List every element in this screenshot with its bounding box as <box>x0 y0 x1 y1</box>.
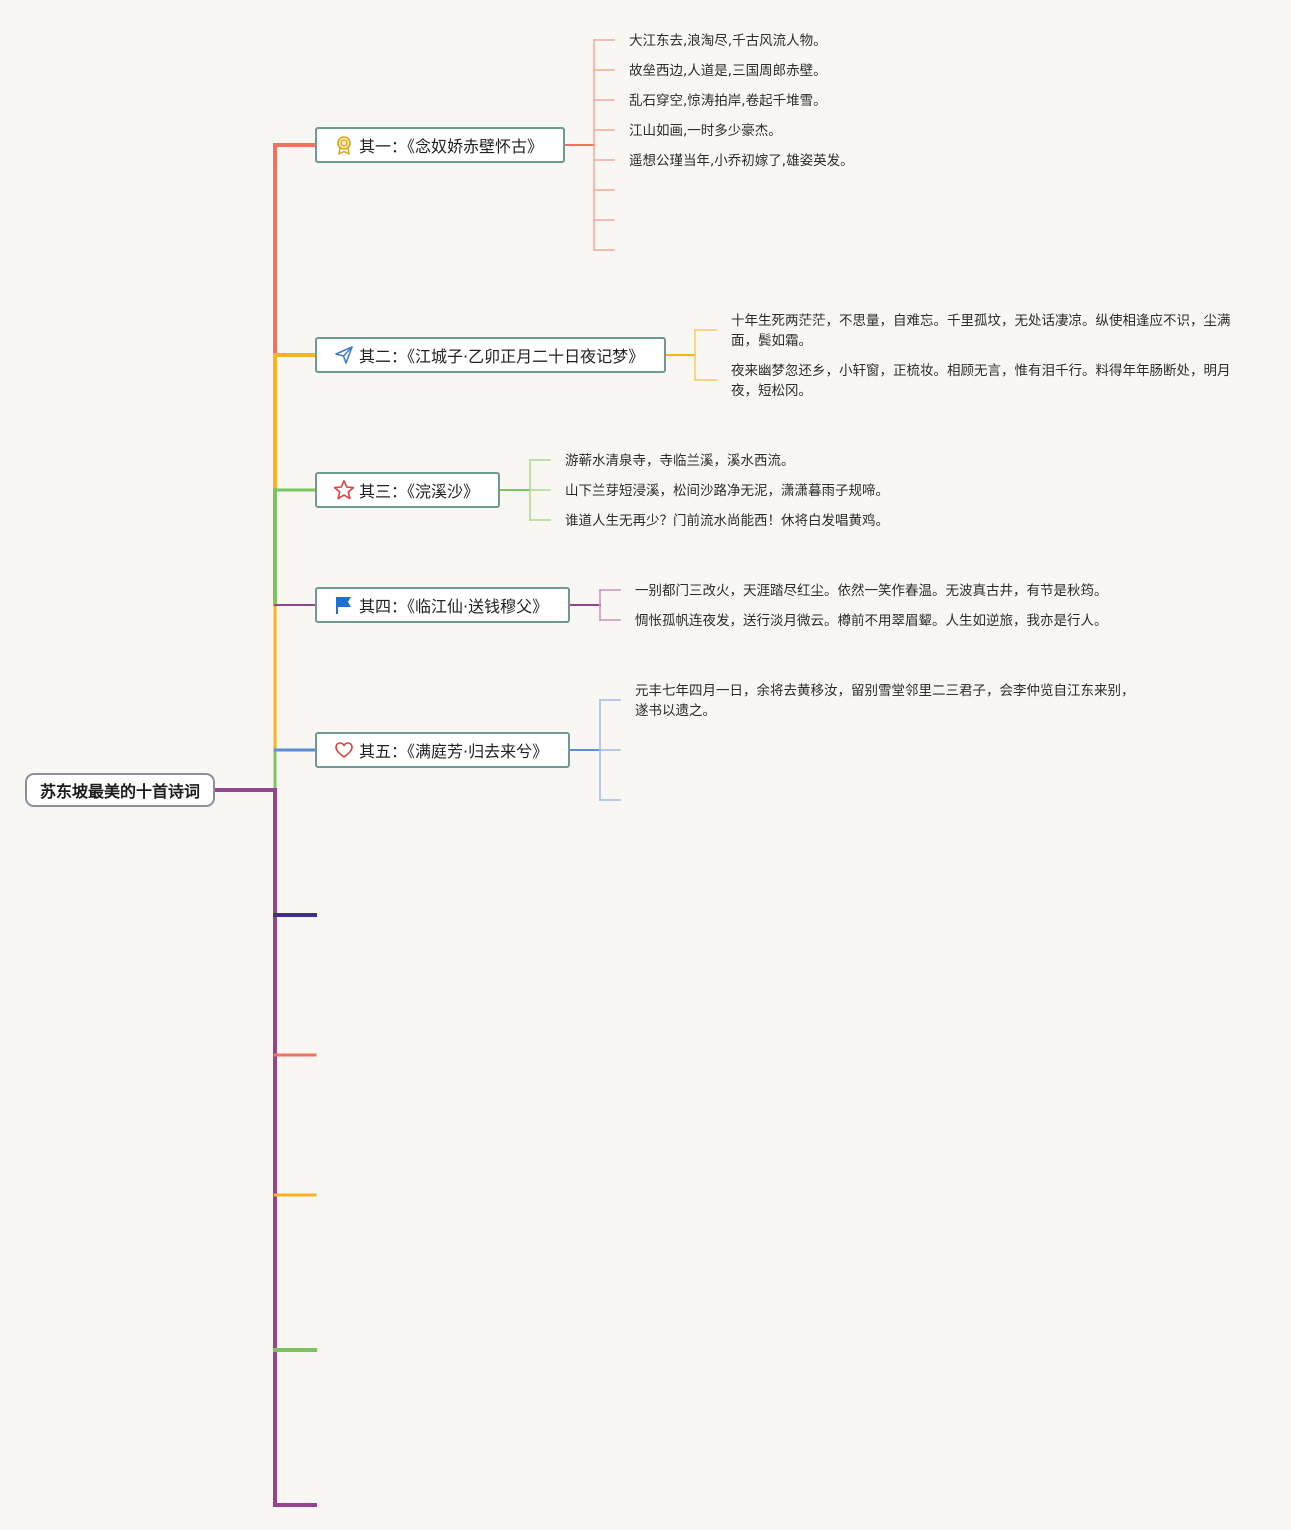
paper-plane-icon <box>333 344 355 366</box>
topic-3-line-3: 谁道人生无再少？门前流水尚能西！休将白发唱黄鸡。 <box>565 513 889 529</box>
topic-2-line-1: 十年生死两茫茫，不思量，自难忘。千里孤坟，无处话凄凉。纵使相逢应不识，尘满面，鬓… <box>731 313 1231 349</box>
topic-1-line-5: 遥想公瑾当年,小乔初嫁了,雄姿英发。 <box>629 153 854 169</box>
topic-4-line-1: 一别都门三改火，天涯踏尽红尘。依然一笑作春温。无波真古井，有节是秋筠。 <box>635 583 1108 599</box>
topic-1-line-3: 乱石穿空,惊涛拍岸,卷起千堆雪。 <box>629 93 827 109</box>
topic-label-3: 其三：《浣溪沙》 <box>359 482 480 501</box>
topic-5-line-1: 元丰七年四月一日，余将去黄移汝，留别雪堂邻里二三君子，会李仲览自江东来别，遂书以… <box>635 683 1135 719</box>
topic-3-line-2: 山下兰芽短浸溪，松间沙路净无泥，潇潇暮雨子规啼。 <box>565 483 889 499</box>
root-node[interactable]: 苏东坡最美的十首诗词 <box>25 773 215 807</box>
topic-1-line-2: 故垒西边,人道是,三国周郎赤壁。 <box>629 63 827 79</box>
topic-label-4: 其四：《临江仙·送钱穆父》 <box>359 597 549 616</box>
heart-icon <box>333 739 355 761</box>
topic-label-1: 其一：《念奴娇赤壁怀古》 <box>359 137 544 156</box>
topic-label-2: 其二：《江城子·乙卯正月二十日夜记梦》 <box>359 347 645 366</box>
topic-4-line-2: 惆怅孤帆连夜发，送行淡月微云。樽前不用翠眉颦。人生如逆旅，我亦是行人。 <box>635 613 1108 629</box>
topic-2-line-2: 夜来幽梦忽还乡，小轩窗，正梳妆。相顾无言，惟有泪千行。料得年年肠断处，明月夜，短… <box>731 363 1231 399</box>
topic-node-3[interactable]: 其三：《浣溪沙》 <box>315 472 500 508</box>
award-medal-icon <box>333 134 355 156</box>
topic-node-1[interactable]: 其一：《念奴娇赤壁怀古》 <box>315 127 565 163</box>
topic-1-line-1: 大江东去,浪淘尽,千古风流人物。 <box>629 33 827 49</box>
topic-node-2[interactable]: 其二：《江城子·乙卯正月二十日夜记梦》 <box>315 337 666 373</box>
topic-node-5[interactable]: 其五：《满庭芳·归去来兮》 <box>315 732 570 768</box>
root-title: 苏东坡最美的十首诗词 <box>39 782 200 801</box>
topic-1-line-4: 江山如画,一时多少豪杰。 <box>629 123 782 139</box>
flag-icon <box>333 594 355 616</box>
topic-3-line-1: 游蕲水清泉寺，寺临兰溪，溪水西流。 <box>565 453 795 469</box>
topic-label-5: 其五：《满庭芳·归去来兮》 <box>359 742 549 761</box>
star-icon <box>333 479 355 501</box>
topic-node-4[interactable]: 其四：《临江仙·送钱穆父》 <box>315 587 570 623</box>
